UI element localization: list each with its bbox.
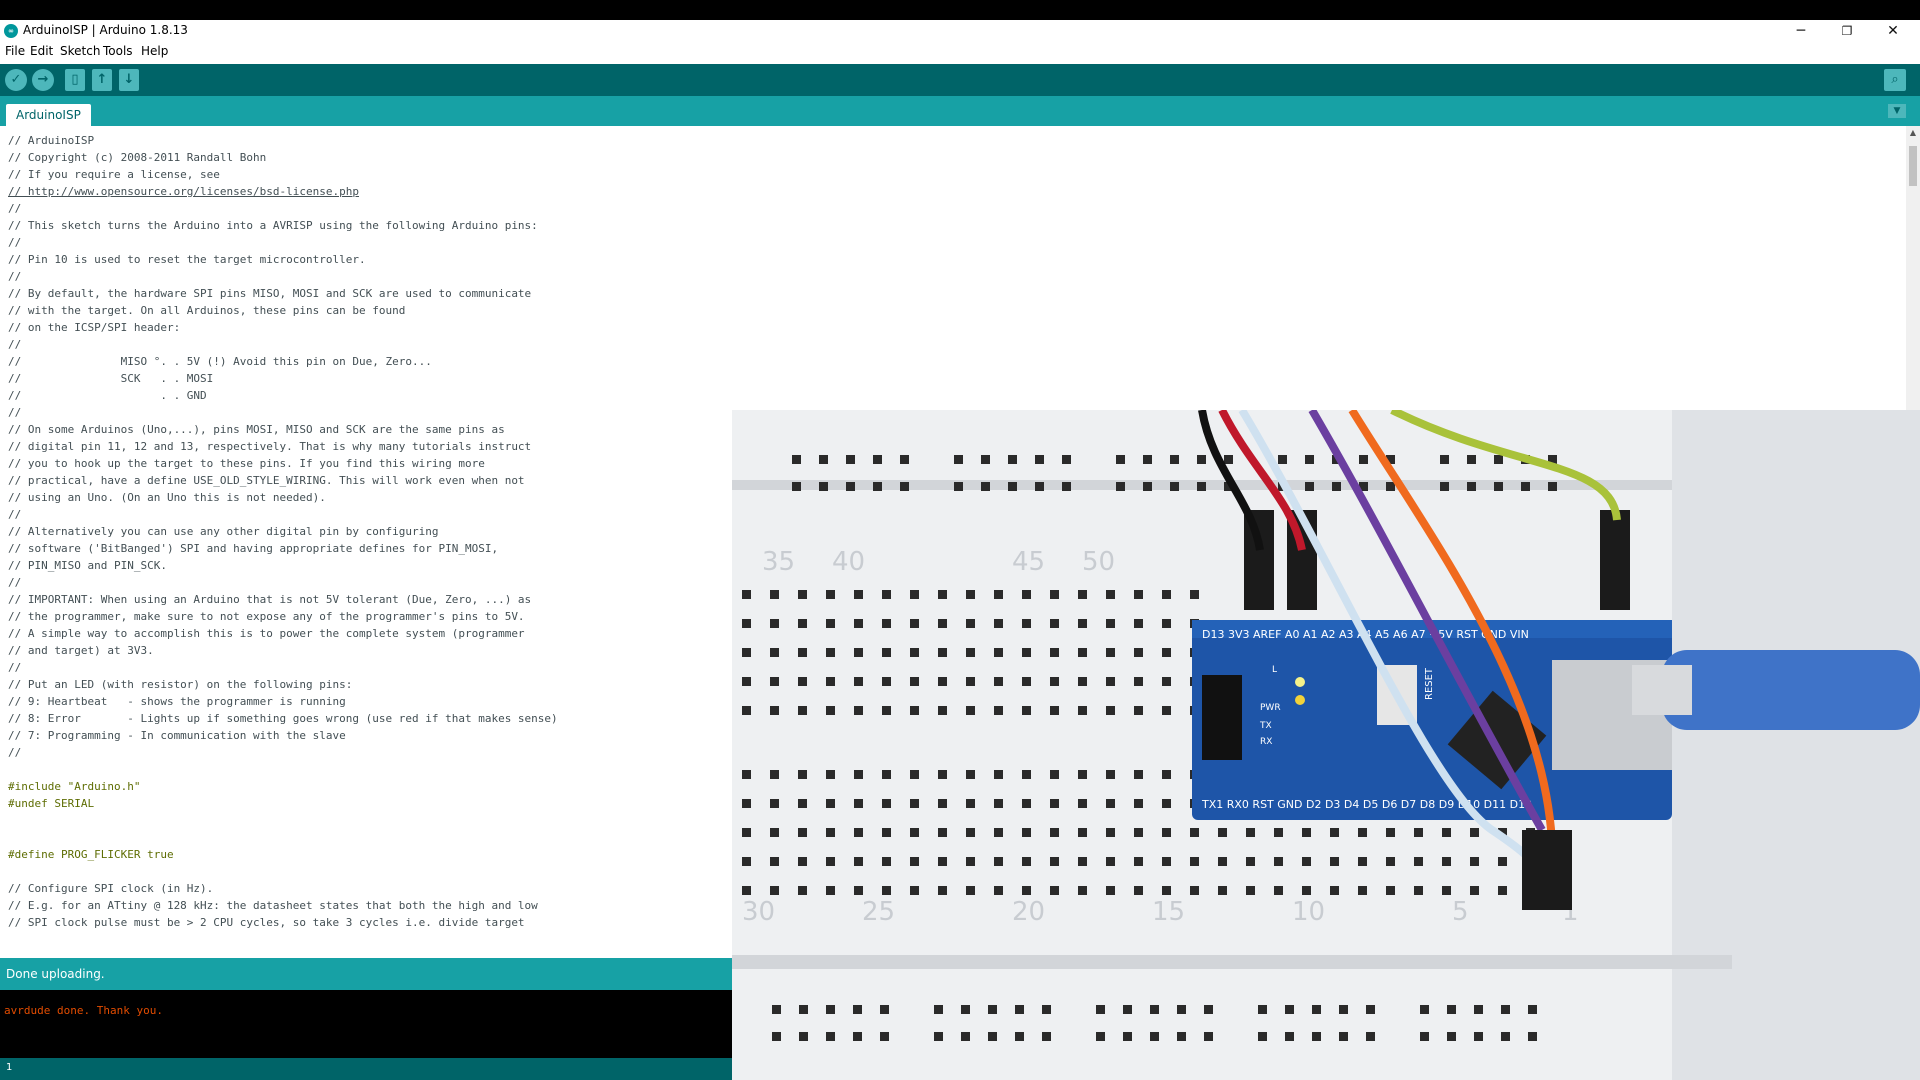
code-line: //	[8, 508, 22, 521]
tab-menu-button[interactable]: ▼	[1888, 104, 1906, 118]
led-label: TX	[1259, 721, 1272, 731]
row-number: 5	[1452, 897, 1469, 927]
save-sketch-button[interactable]: ↓	[119, 69, 139, 91]
menu-tools[interactable]: Tools	[103, 44, 133, 58]
code-line: // This sketch turns the Arduino into a …	[8, 219, 538, 232]
row-number: 50	[1082, 547, 1115, 577]
code-line: // ArduinoISP	[8, 134, 95, 147]
row-number: 10	[1292, 897, 1325, 927]
code-line: // the programmer, make sure to not expo…	[8, 610, 525, 623]
code-line: // using an Uno. (On an Uno this is not …	[8, 491, 326, 504]
code-line: // PIN_MISO and PIN_SCK.	[8, 559, 167, 572]
code-line: // MISO °. . 5V (!) Avoid this pin on Du…	[8, 355, 432, 368]
code-line: //	[8, 576, 22, 589]
led-label: L	[1272, 665, 1277, 675]
code-line: // 8: Error - Lights up if something goe…	[8, 712, 558, 725]
code-line: // software ('BitBanged') SPI and having…	[8, 542, 499, 555]
row-number: 15	[1152, 897, 1185, 927]
code-line: // practical, have a define USE_OLD_STYL…	[8, 474, 525, 487]
line-number: 1	[6, 1062, 13, 1073]
code-line: // If you require a license, see	[8, 168, 220, 181]
breadboard-photo: 35 40 45 50 30 25 20 15 10 5 1 D13 3V3 A…	[732, 410, 1920, 1080]
row-number: 20	[1012, 897, 1045, 927]
arduino-logo-icon: ∞	[4, 24, 18, 38]
code-line: #include "Arduino.h"	[8, 780, 141, 793]
code-line: // you to hook up the target to these pi…	[8, 457, 485, 470]
code-line: // SPI clock pulse must be > 2 CPU cycle…	[8, 916, 525, 929]
code-line	[8, 761, 558, 778]
row-number: 30	[742, 897, 775, 927]
restore-button[interactable]: ❐	[1841, 24, 1853, 38]
code-line: #undef SERIAL	[8, 797, 95, 810]
console-text: avrdude done. Thank you.	[4, 1004, 163, 1017]
reset-label: RESET	[1424, 667, 1435, 700]
code-line: // . . GND	[8, 389, 207, 402]
tab-arduinoisp[interactable]: ArduinoISP	[6, 104, 91, 126]
toolbar: ✓ → ▯ ↑ ↓ ⌕	[0, 64, 1920, 96]
code-line	[8, 863, 558, 880]
code-line: // SCK . . MOSI	[8, 372, 214, 385]
code-line: // On some Arduinos (Uno,...), pins MOSI…	[8, 423, 505, 436]
code-line: //	[8, 406, 22, 419]
menu-edit[interactable]: Edit	[30, 44, 54, 58]
code-line: //	[8, 236, 22, 249]
scrollbar-thumb[interactable]	[1909, 146, 1917, 186]
menu-help[interactable]: Help	[141, 44, 169, 58]
code-line: // Put an LED (with resistor) on the fol…	[8, 678, 353, 691]
row-number: 35	[762, 547, 795, 577]
status-message: Done uploading.	[6, 967, 105, 981]
minimize-button[interactable]: ─	[1796, 23, 1806, 39]
code-line: // Pin 10 is used to reset the target mi…	[8, 253, 366, 266]
code-line: //	[8, 746, 22, 759]
led-label: RX	[1260, 737, 1272, 747]
row-number: 45	[1012, 547, 1045, 577]
code-line: // Copyright (c) 2008-2011 Randall Bohn	[8, 151, 267, 164]
code-line: // By default, the hardware SPI pins MIS…	[8, 287, 532, 300]
open-sketch-button[interactable]: ↑	[92, 69, 112, 91]
new-sketch-button[interactable]: ▯	[65, 69, 85, 91]
code-line: #define PROG_FLICKER true	[8, 848, 174, 861]
code-line: // and target) at 3V3.	[8, 644, 154, 657]
scroll-up-icon[interactable]: ▲	[1909, 128, 1917, 137]
menu-sketch[interactable]: Sketch	[60, 44, 101, 58]
code-line: // digital pin 11, 12 and 13, respective…	[8, 440, 532, 453]
breadboard-illustration: 35 40 45 50 30 25 20 15 10 5 1 D13 3V3 A…	[732, 410, 1920, 1080]
code-line: //	[8, 202, 22, 215]
row-number: 40	[832, 547, 865, 577]
pins-bottom-label: TX1 RX0 RST GND D2 D3 D4 D5 D6 D7 D8 D9 …	[1201, 798, 1532, 811]
code-line: // Alternatively you can use any other d…	[8, 525, 439, 538]
code-line: // http://www.opensource.org/licenses/bs…	[8, 185, 359, 198]
code-line: // with the target. On all Arduinos, the…	[8, 304, 406, 317]
code-line	[8, 812, 558, 829]
row-number: 25	[862, 897, 895, 927]
close-button[interactable]: ✕	[1887, 23, 1899, 39]
code-line: // IMPORTANT: When using an Arduino that…	[8, 593, 532, 606]
code-line: //	[8, 270, 22, 283]
code-line: // 7: Programming - In communication wit…	[8, 729, 346, 742]
window-title: ArduinoISP | Arduino 1.8.13	[23, 23, 188, 37]
serial-monitor-button[interactable]: ⌕	[1884, 69, 1906, 91]
code-line: // Configure SPI clock (in Hz).	[8, 882, 214, 895]
title-bar: ∞ ArduinoISP | Arduino 1.8.13 ─ ❐ ✕	[0, 20, 1920, 42]
screen-top-strip	[0, 0, 1920, 20]
tab-bar: ArduinoISP ▼	[0, 96, 1920, 126]
code-line: // A simple way to accomplish this is to…	[8, 627, 525, 640]
upload-button[interactable]: →	[32, 69, 54, 91]
code-line: // 9: Heartbeat - shows the programmer i…	[8, 695, 346, 708]
code-line: // on the ICSP/SPI header:	[8, 321, 181, 334]
code-line	[8, 829, 558, 846]
menu-bar: File Edit Sketch Tools Help	[0, 42, 1920, 62]
led-label: PWR	[1260, 703, 1281, 713]
menu-file[interactable]: File	[5, 44, 26, 58]
code-text: // ArduinoISP // Copyright (c) 2008-2011 …	[8, 132, 558, 931]
code-line: // E.g. for an ATtiny @ 128 kHz: the dat…	[8, 899, 538, 912]
code-line: //	[8, 338, 22, 351]
verify-button[interactable]: ✓	[5, 69, 27, 91]
code-line: //	[8, 661, 22, 674]
